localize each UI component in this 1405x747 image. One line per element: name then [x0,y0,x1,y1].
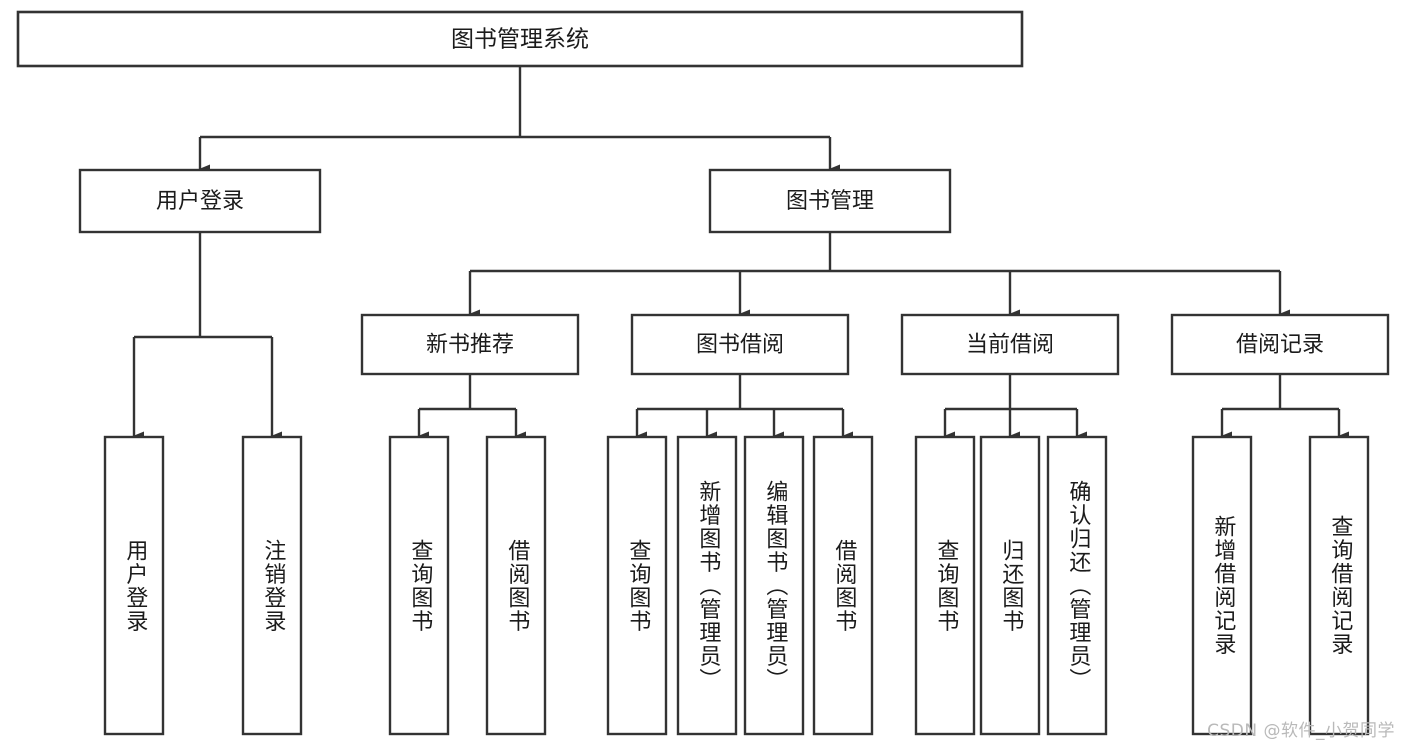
node-current-borrow[interactable] [900,313,1120,376]
node-leaf-confirm-return[interactable] [1046,435,1108,736]
node-new-book-rec[interactable] [360,313,580,376]
node-label-borrow-record: 借阅记录 [1236,333,1324,358]
node-leaf-add-record[interactable] [1191,435,1253,736]
node-leaf-borrow-book-rec[interactable] [485,435,547,736]
edges-layer [132,66,1349,441]
node-borrow-record[interactable] [1170,313,1390,376]
node-label-new-book-rec: 新书推荐 [426,333,514,358]
node-leaf-query-book-borrow[interactable] [606,435,668,736]
node-leaf-add-book[interactable] [676,435,738,736]
node-leaf-user-logout[interactable] [241,435,303,736]
node-book-borrow[interactable] [630,313,850,376]
node-leaf-query-record[interactable] [1308,435,1370,736]
node-root[interactable] [16,10,1024,68]
node-leaf-return-book[interactable] [979,435,1041,736]
node-label-user-login: 用户登录 [156,189,244,214]
node-label-book-manage: 图书管理 [786,189,874,214]
node-leaf-borrow-book[interactable] [812,435,874,736]
node-label-current-borrow: 当前借阅 [966,333,1054,358]
node-leaf-user-login[interactable] [103,435,165,736]
node-book-manage[interactable] [708,168,952,234]
node-user-login[interactable] [78,168,322,234]
node-label-root: 图书管理系统 [451,27,589,53]
node-leaf-query-book-rec[interactable] [388,435,450,736]
node-leaf-edit-book[interactable] [743,435,805,736]
node-label-book-borrow: 图书借阅 [696,333,784,358]
watermark: CSDN @软件_小贺同学 [1207,721,1395,741]
node-leaf-query-book-cur[interactable] [914,435,976,736]
